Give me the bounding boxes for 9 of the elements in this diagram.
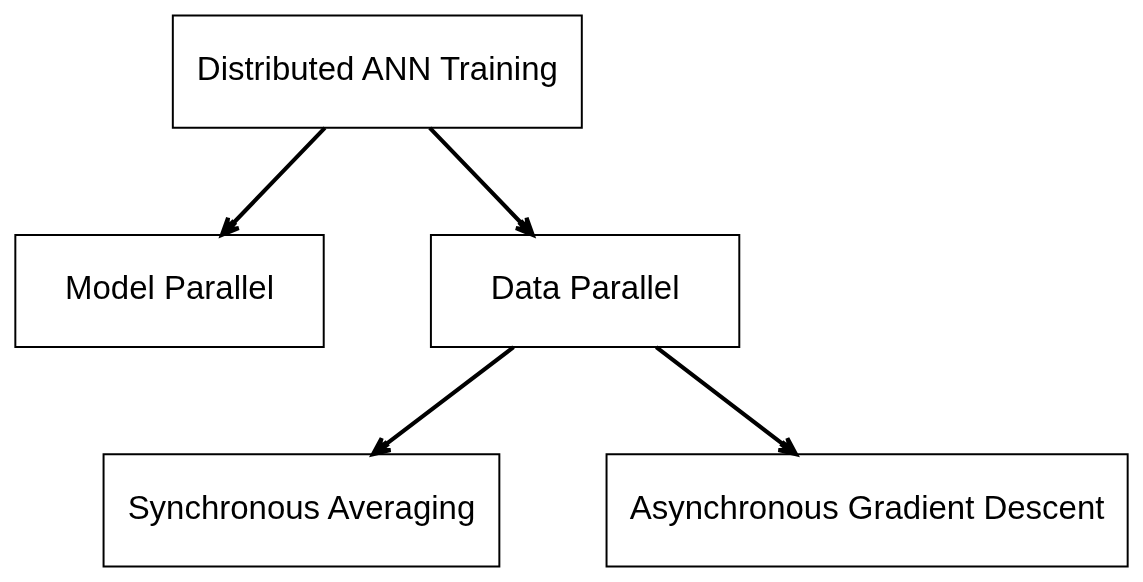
arrow <box>370 345 515 457</box>
node-box: Asynchronous Gradient Descent <box>605 453 1129 568</box>
arrow <box>428 126 535 237</box>
node-box: Data Parallel <box>429 233 741 349</box>
node-box: Synchronous Averaging <box>102 453 501 568</box>
arrow <box>655 345 798 457</box>
node-box: Model Parallel <box>14 233 325 349</box>
arrow <box>219 126 327 237</box>
node-box: Distributed ANN Training <box>171 14 583 129</box>
